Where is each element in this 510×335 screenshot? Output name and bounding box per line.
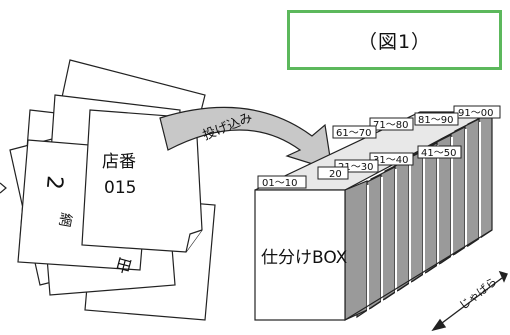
box-fold-lines — [367, 122, 481, 312]
tab-label: 91〜00 — [458, 108, 493, 119]
tab-label: 81〜90 — [418, 115, 453, 126]
index-tabs: 91〜00 81〜90 71〜80 61〜70 41〜50 31〜40 21〜3… — [257, 105, 501, 189]
fragment-text: 由 — [114, 254, 134, 276]
throw-in-arrow — [159, 106, 333, 171]
box-label: 仕分けBOX — [261, 248, 348, 268]
paper-pile — [9, 59, 216, 321]
top-paper-store-label: 店番 — [102, 152, 136, 172]
tab-label: 61〜70 — [336, 128, 371, 139]
box-front — [254, 189, 346, 321]
top-paper-store-number: 015 — [104, 178, 136, 198]
tab-label: 01〜10 — [262, 178, 297, 189]
tab — [414, 112, 459, 126]
paper-curl — [185, 229, 203, 253]
tab — [417, 145, 462, 159]
fragment-text: 2 — [41, 174, 67, 190]
tab-label: 71〜80 — [373, 120, 408, 131]
tab-label: 41〜50 — [421, 148, 456, 159]
tab-label: 20 — [329, 169, 342, 180]
tab-label: 21〜30 — [338, 162, 373, 173]
fragment-text: 網 — [56, 211, 74, 228]
tab — [257, 175, 307, 189]
file-box — [254, 111, 493, 321]
left-edge-arrow — [0, 182, 7, 194]
tab-label: 31〜40 — [373, 155, 408, 166]
accordion-label: じゃばら — [457, 275, 500, 312]
figure-label: （図1） — [287, 10, 502, 70]
accordion-dimension — [431, 270, 508, 332]
tab — [317, 166, 349, 180]
tab — [332, 125, 377, 139]
